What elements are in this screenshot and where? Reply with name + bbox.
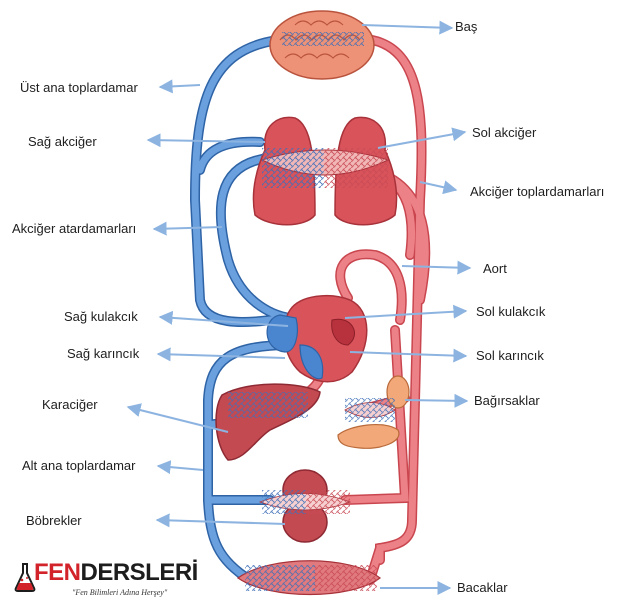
label-karaciger: Karaciğer [42, 397, 98, 412]
logo-fen: FEN [34, 559, 81, 586]
label-bacaklar: Bacaklar [457, 580, 508, 595]
arrow-sag-karincik [156, 347, 286, 362]
arrow-sag-kulakcik [158, 310, 289, 327]
label-aort: Aort [483, 261, 507, 276]
label-bagirsaklar: Bağırsaklar [474, 393, 540, 408]
arrow-sol-karincik [349, 348, 468, 363]
label-sag-akciger: Sağ akciğer [28, 134, 97, 149]
logo-tagline: "Fen Bilimleri Adına Herşey" [72, 588, 168, 597]
label-ust-ana-toplardamar: Üst ana toplardamar [20, 80, 138, 95]
arrow-alt-ana-toplardamar [156, 460, 204, 475]
fendersleri-logo: FENDERSLERİ "Fen Bilimleri Adına Herşey" [14, 560, 198, 604]
arrow-akciger-atardamarlari [152, 221, 223, 236]
kidneys-organ [258, 469, 352, 543]
label-sag-kulakcik: Sağ kulakcık [64, 309, 138, 324]
arrow-ust-ana-toplardamar [158, 79, 201, 94]
flask-icon [14, 563, 36, 592]
liver-organ [215, 383, 321, 461]
label-bobrekler: Böbrekler [26, 513, 82, 528]
label-akciger-atardamarlari: Akciğer atardamarları [12, 221, 137, 236]
arrow-sag-akciger [146, 133, 266, 148]
label-akciger-toplardamarlari: Akciğer toplardamarları [470, 184, 605, 199]
heart-organ [266, 294, 368, 383]
label-bas: Baş [455, 19, 478, 34]
arrow-aort [401, 260, 472, 275]
pointer-arrows [126, 20, 472, 595]
arrow-sol-akciger [377, 127, 467, 149]
lungs-organ [252, 116, 398, 226]
label-alt-ana-toplardamar: Alt ana toplardamar [22, 458, 136, 473]
arrow-bobrekler [155, 513, 286, 528]
logo-wordmark: FENDERSLERİ [34, 560, 198, 586]
arrow-akciger-toplardamarlari [419, 180, 458, 195]
arrow-bagirsaklar [404, 393, 469, 408]
label-sag-karincik: Sağ karıncık [67, 346, 140, 361]
brain-organ [269, 10, 375, 80]
legs-organ [236, 560, 382, 596]
logo-dersleri: DERSLERİ [80, 559, 199, 586]
arrow-karaciger [126, 403, 229, 433]
arrow-bas [361, 20, 454, 35]
intestines-organ [337, 375, 410, 449]
label-sol-karincik: Sol karıncık [476, 348, 544, 363]
label-sol-kulakcik: Sol kulakcık [476, 304, 546, 319]
arrow-sol-kulakcik [344, 304, 468, 319]
label-sol-akciger: Sol akciğer [472, 125, 537, 140]
